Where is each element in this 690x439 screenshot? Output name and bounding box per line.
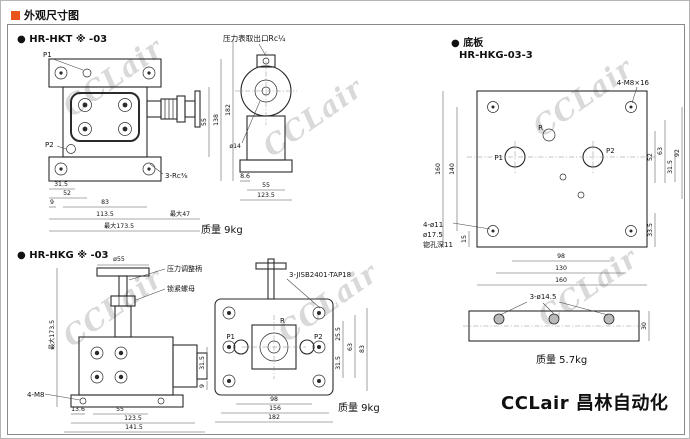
hkg-drawing: ø55 压力调整柄 锁紧螺母 最大173.5 4-M8 [27,256,368,433]
plate-left-dimensions: 160 140 15 [435,91,470,247]
dim-r63: 63 [657,147,664,155]
plate-top-view [467,90,657,248]
hkt-side-view: 压力表取出口Rc¼ ø14 8.6 55 123.5 [223,33,297,201]
hkg-locknut-label: 锁紧螺母 [167,284,195,293]
brand-logo: CCLair 昌林自动化 [501,393,669,414]
dim-9: 9 [50,199,54,206]
hkt-front-view [48,58,201,182]
dim-b130: 130 [555,265,567,272]
dim-h182: 182 [225,104,232,116]
dim-g98: 98 [270,396,278,403]
hkg-r-label: R [280,317,285,325]
hkt-rc-ports-label: 3-Rc⅜ [165,172,188,180]
dim-phi14: ø14 [229,143,241,150]
dim-r63: 63 [347,343,354,351]
dim-r31-5: 31.5 [667,160,674,174]
dim-g156: 156 [269,405,281,412]
hkg-bolts-label: 4-M8 [27,391,44,399]
hkt-right-dimensions: 55 138 182 [201,39,234,181]
hkt-port-p2-label: P2 [45,141,54,149]
dim-g182: 182 [268,414,280,421]
plate-right-dimensions: 52 63 31.5 92 33.5 [647,107,683,247]
plate-drawing: 4-M8×16 P1 R P2 160 140 15 52 63 31.5 92… [423,79,683,342]
dim-r25-5: 25.5 [335,327,342,341]
page-header: 外观尺寸图 [11,7,79,23]
mass-label-hkg: 质量 9kg [338,403,380,414]
hkt-bottom-dimensions: 31.5 52 9 83 113.5 最大47 最大173.5 [49,181,200,232]
dim-r92: 92 [674,149,681,157]
mass-label-hkt: 质量 9kg [201,225,243,236]
dim-b13-6: 13.6 [71,406,85,413]
plate-side-strip: 3-ø14.5 30 [463,293,650,342]
hkg-p2-label: P2 [314,333,323,341]
dim-52: 52 [63,190,71,197]
dim-strip30: 30 [641,322,648,330]
plate-hole-callout-1: 4-ø11 [423,221,443,229]
mass-label-plate: 质量 5.7kg [536,355,588,366]
plate-bottom-dimensions: 98 130 160 [477,253,647,286]
plate-p2-label: P2 [606,147,615,155]
dim-l160: 160 [435,163,442,175]
plate-hole-callout-3: 锪孔深11 [423,240,453,249]
dim-31-5: 31.5 [54,181,68,188]
dim-83: 83 [101,199,109,206]
dim-r31-5: 31.5 [335,356,342,370]
plate-p1-label: P1 [494,154,503,162]
page-title: 外观尺寸图 [24,9,79,22]
dim-l31-5: 31.5 [199,356,206,370]
hkg-handle-label: 压力调整柄 [167,264,202,273]
plate-r-label: R [538,124,543,132]
dim-max47: 最大47 [170,210,190,218]
dim-h138: 138 [213,114,220,126]
dim-b98: 98 [557,253,565,260]
dim-b123-5: 123.5 [124,415,142,422]
hkg-p1-label: P1 [226,333,235,341]
title-bullet-icon [11,10,20,20]
dim-113-5: 113.5 [96,211,114,218]
hkt-adjust-screw [146,90,201,128]
dim-phi55: ø55 [113,256,125,263]
section-title-hkt: ● HR-HKT ※ -03 [17,34,108,45]
hkg-left-dimensions: 31.5 9 [199,347,208,390]
dim-b160: 160 [555,277,567,284]
dim-hkg-max-h: 最大173.5 [48,320,56,350]
section-title-plate: ● 底板 [451,38,484,49]
hkg-tap-label: 3-JISB2401-TAP18 [289,271,351,279]
plate-hole-callout: 4-ø11 ø17.5 锪孔深11 [423,221,491,249]
dim-max173-5: 最大173.5 [104,222,134,230]
drawing-frame [7,24,685,435]
dim-123-5: 123.5 [257,192,275,199]
dim-h55: 55 [201,118,208,126]
plate-bolts-label: 4-M8×16 [617,79,650,87]
plate-model-label: HR-HKG-03-3 [459,50,533,61]
dim-r33-5: 33.5 [647,223,654,237]
hkg-side-view: ø55 [70,256,208,408]
hkg-top-view [214,258,334,396]
hkg-right-dimensions: 25.5 31.5 63 83 [335,308,368,391]
dim-s55: 55 [262,182,270,189]
hkt-drawing: P1 P2 3-Rc⅜ 31.5 52 9 83 113.5 最大47 最大17… [43,33,297,232]
hkg-topview-bottom-dimensions: 98 156 182 [215,396,333,423]
dim-l9: 9 [199,384,206,388]
hkt-gauge-port-label: 压力表取出口Rc¼ [223,33,286,43]
dim-r52: 52 [647,153,654,161]
dim-l140: 140 [449,163,456,175]
dim-l15: 15 [461,235,468,243]
section-title-hkg: ● HR-HKG ※ -03 [17,250,109,261]
dim-b141-5: 141.5 [125,424,143,431]
dim-b55: 55 [116,406,124,413]
hkt-port-p1-label: P1 [43,51,52,59]
plate-hole-callout-2: ø17.5 [423,231,443,239]
hkg-bottom-dimensions: 13.6 55 123.5 141.5 [64,406,205,433]
dim-8-6: 8.6 [240,173,250,180]
plate-strip-holes-label: 3-ø14.5 [530,293,557,301]
dim-r83: 83 [359,345,366,353]
